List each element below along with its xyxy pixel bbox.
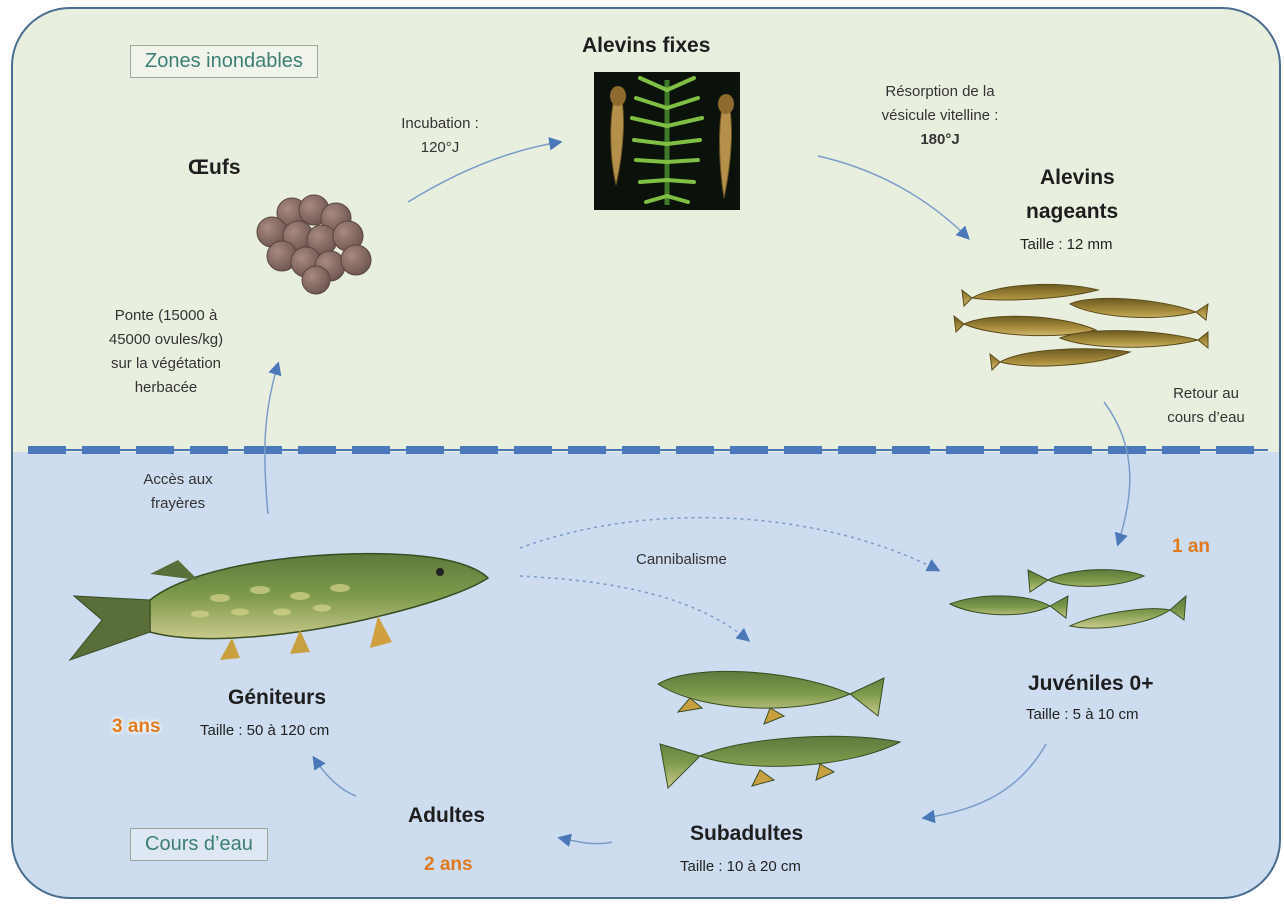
resorption-label: Résorption de la vésicule vitelline : 18… (840, 80, 1040, 152)
flood-zone-label: Zones inondables (130, 45, 318, 78)
juveniles-title: Juvéniles 0+ (1028, 672, 1154, 696)
resorption-line3: 180°J (840, 128, 1040, 152)
return-line2: cours d’eau (1146, 406, 1266, 430)
juveniles-age: 1 an (1172, 536, 1210, 558)
access-line1: Accès aux (118, 468, 238, 492)
access-label: Accès aux frayères (118, 468, 238, 516)
swimming-fry-title-line1: Alevins (1040, 166, 1115, 190)
river-zone-label: Cours d’eau (130, 828, 268, 861)
swimming-fry-title-line2: nageants (1026, 200, 1118, 224)
spawning-line1: Ponte (15000 à (76, 304, 256, 328)
return-label: Retour au cours d’eau (1146, 382, 1266, 430)
spawning-line4: herbacée (76, 376, 256, 400)
access-line2: frayères (118, 492, 238, 516)
subadults-title: Subadultes (690, 822, 803, 846)
adults-title: Adultes (408, 804, 485, 828)
adults-age: 2 ans (424, 854, 473, 876)
spawning-line2: 45000 ovules/kg) (76, 328, 256, 352)
attached-fry-illustration (594, 72, 740, 210)
spawners-size: Taille : 50 à 120 cm (200, 722, 329, 739)
return-line1: Retour au (1146, 382, 1266, 406)
cannibalism-label: Cannibalisme (636, 548, 727, 572)
incubation-line2: 120°J (380, 136, 500, 160)
eggs-title: Œufs (188, 156, 241, 180)
spawners-age: 3 ans (112, 716, 161, 738)
incubation-label: Incubation : 120°J (380, 112, 500, 160)
subadults-size: Taille : 10 à 20 cm (680, 858, 801, 875)
resorption-line2: vésicule vitelline : (840, 104, 1040, 128)
attached-fry-title: Alevins fixes (582, 34, 710, 58)
resorption-line1: Résorption de la (840, 80, 1040, 104)
incubation-line1: Incubation : (380, 112, 500, 136)
spawning-line3: sur la végétation (76, 352, 256, 376)
juveniles-size: Taille : 5 à 10 cm (1026, 706, 1139, 723)
swimming-fry-size: Taille : 12 mm (1020, 236, 1113, 253)
spawning-label: Ponte (15000 à 45000 ovules/kg) sur la v… (76, 304, 256, 400)
spawners-title: Géniteurs (228, 686, 326, 710)
